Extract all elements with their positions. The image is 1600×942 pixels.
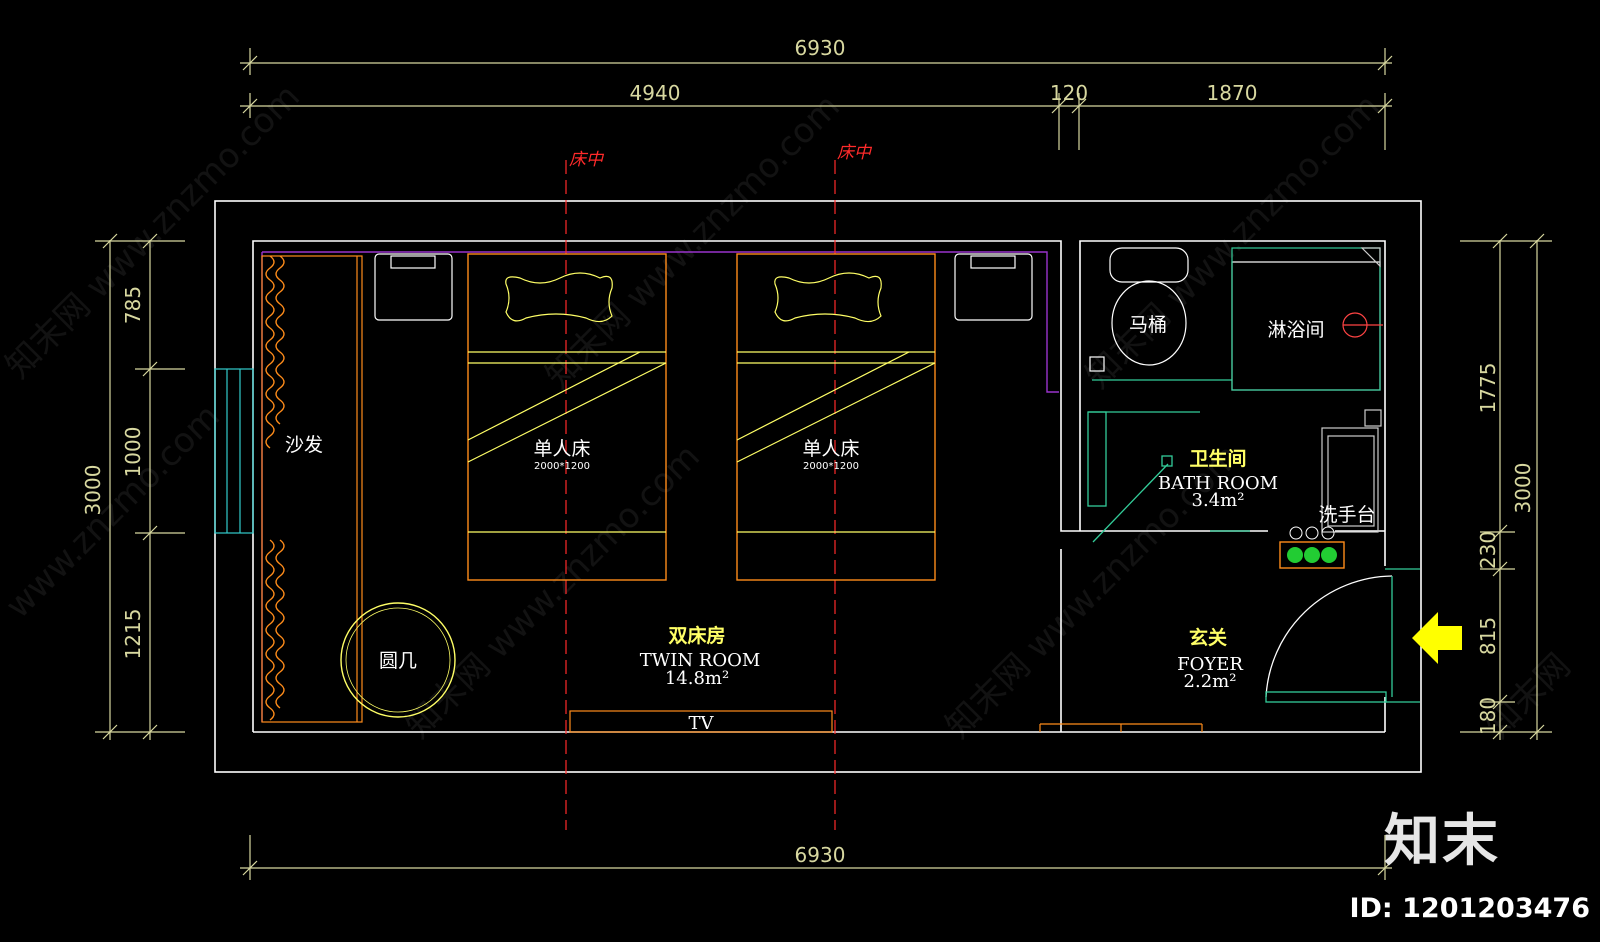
svg-text:www.znzmo.com: www.znzmo.com xyxy=(0,396,228,626)
twin-room-area: 14.8m² xyxy=(665,668,729,689)
top-segment-3: 1870 xyxy=(1207,81,1258,105)
right-segment-4: 180 xyxy=(1476,697,1500,735)
top-total-dimension: 6930 xyxy=(795,36,846,60)
watermark-layer: 知末网 www.znzmo.com 知末网 www.znzmo.com 知末网 … xyxy=(0,77,1578,747)
basin-label: 洗手台 xyxy=(1318,504,1375,526)
twin-room-cn: 双床房 xyxy=(668,624,725,647)
bottom-dimension-line xyxy=(240,835,1393,880)
bed-1-size: 2000*1200 xyxy=(534,461,590,472)
bed-2-size: 2000*1200 xyxy=(803,461,859,472)
shower xyxy=(1231,247,1383,391)
table-label: 圆几 xyxy=(379,650,417,672)
twin-room-en: TWIN ROOM xyxy=(640,650,761,671)
brand-logo: 知末 xyxy=(1384,809,1500,874)
bed-2 xyxy=(736,253,936,581)
bed-center-lines xyxy=(565,160,836,830)
left-segment-2: 1000 xyxy=(121,427,145,478)
right-dimension-lines xyxy=(1460,233,1552,740)
right-total-dimension: 3000 xyxy=(1511,463,1535,514)
shower-label: 淋浴间 xyxy=(1267,319,1324,341)
plant-box xyxy=(1279,526,1345,569)
toilet-label: 马桶 xyxy=(1129,314,1167,336)
right-segment-1: 1775 xyxy=(1476,363,1500,414)
top-segment-2: 120 xyxy=(1050,81,1088,105)
sofa-label: 沙发 xyxy=(285,434,323,456)
left-segment-3: 1215 xyxy=(121,609,145,660)
center-mark-1: 床中 xyxy=(569,150,605,170)
tv-cabinet xyxy=(569,710,833,733)
toilet xyxy=(1089,247,1232,381)
right-segment-2: 230 xyxy=(1476,531,1500,569)
bath-room-en: BATH ROOM xyxy=(1158,473,1278,494)
foyer-cabinet xyxy=(1039,723,1203,732)
asset-id: ID: 1201203476 xyxy=(1349,893,1590,924)
svg-text:知末网 www.znzmo.com: 知末网 www.znzmo.com xyxy=(398,437,708,747)
left-total-dimension: 3000 xyxy=(81,465,105,516)
bath-door xyxy=(1087,411,1250,543)
sofa xyxy=(261,255,363,723)
basin-counter xyxy=(1321,409,1382,533)
foyer-en: FOYER xyxy=(1177,654,1243,675)
foyer-cn: 玄关 xyxy=(1189,626,1227,649)
entrance-door xyxy=(1265,568,1420,703)
tv-label: TV xyxy=(688,713,714,734)
partition-line xyxy=(262,251,1059,393)
top-segment-1: 4940 xyxy=(630,81,681,105)
bath-room-cn: 卫生间 xyxy=(1189,447,1246,470)
bed-2-label: 单人床 xyxy=(802,438,859,460)
left-segment-1: 785 xyxy=(121,286,145,324)
left-dimension-lines xyxy=(95,233,185,740)
nightstands xyxy=(374,253,1033,321)
bed-1 xyxy=(467,253,667,581)
entrance-arrow-icon xyxy=(1412,612,1462,664)
center-mark-2: 床中 xyxy=(837,143,873,163)
right-segment-3: 815 xyxy=(1476,617,1500,655)
bottom-total-dimension: 6930 xyxy=(795,843,846,867)
window xyxy=(214,368,254,534)
bed-1-label: 单人床 xyxy=(533,438,590,460)
round-table xyxy=(340,602,456,718)
top-dimension-lines xyxy=(240,48,1393,150)
bath-room-area: 3.4m² xyxy=(1192,490,1245,511)
foyer-area: 2.2m² xyxy=(1184,671,1237,692)
